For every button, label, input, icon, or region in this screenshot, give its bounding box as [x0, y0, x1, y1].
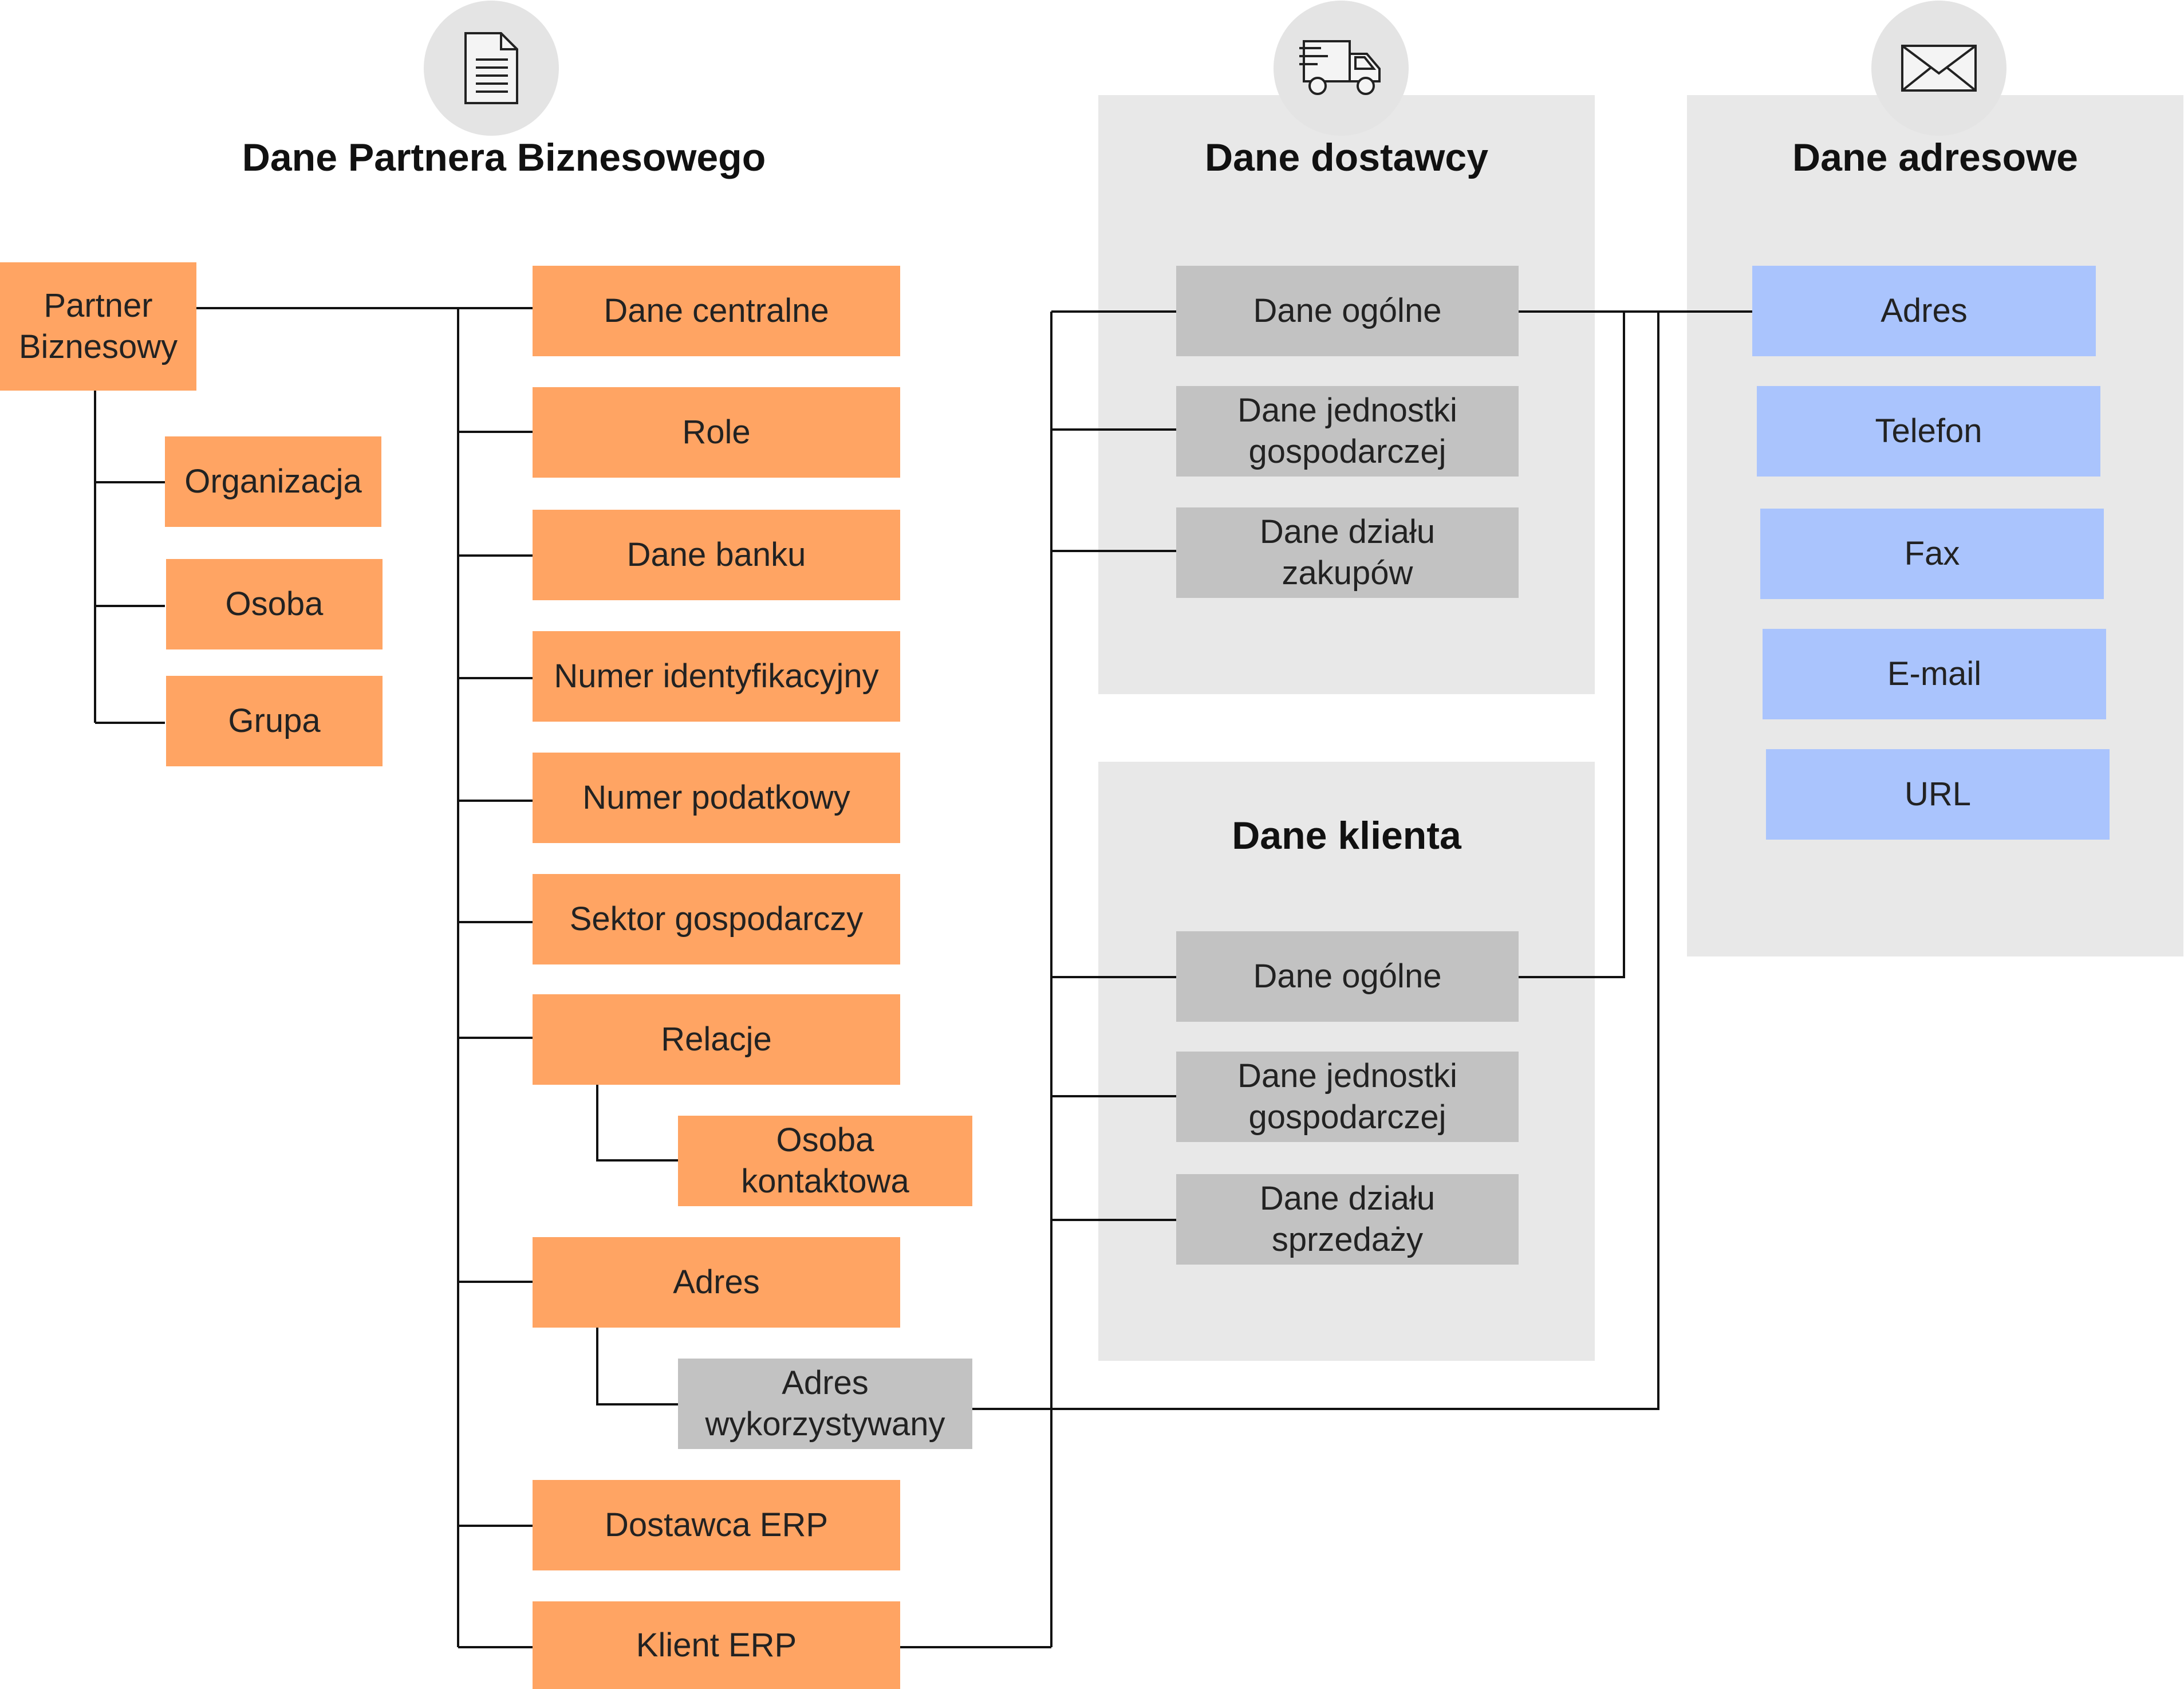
- contact-person-label-line2: kontaktowa: [741, 1163, 909, 1200]
- supplier-general-data-box: Dane ogólne: [1176, 266, 1519, 356]
- supplier-title: Dane dostawcy: [1204, 136, 1489, 179]
- group-label: Grupa: [228, 702, 321, 739]
- person-box: Osoba: [166, 559, 383, 649]
- identification-number-box: Numer identyfikacyjny: [533, 631, 900, 722]
- erp-supplier-label: Dostawca ERP: [604, 1506, 829, 1544]
- used-address-label-line2: wykorzystywany: [705, 1405, 945, 1443]
- bp-title: Dane Partnera Biznesowego: [242, 136, 766, 179]
- contact-person-label-line1: Osoba: [776, 1121, 874, 1159]
- customer-company-code-label-line2: gospodarczej: [1248, 1099, 1446, 1136]
- customer-sales-box: Dane działu sprzedaży: [1176, 1174, 1519, 1265]
- supplier-company-code-box: Dane jednostki gospodarczej: [1176, 386, 1519, 477]
- erp-supplier-box: Dostawca ERP: [533, 1480, 900, 1570]
- tax-number-box: Numer podatkowy: [533, 753, 900, 843]
- industry-sector-label: Sektor gospodarczy: [569, 900, 864, 938]
- address-box: Adres: [533, 1237, 900, 1328]
- relations-label: Relacje: [661, 1021, 772, 1058]
- customer-company-code-box: Dane jednostki gospodarczej: [1176, 1052, 1519, 1142]
- used-address-box: Adres wykorzystywany: [678, 1359, 972, 1449]
- address-item-fax: Fax: [1760, 509, 2104, 599]
- address-item-email: E-mail: [1763, 629, 2106, 719]
- address-item-address-label: Adres: [1881, 292, 1968, 329]
- group-box: Grupa: [166, 676, 383, 766]
- person-label: Osoba: [225, 585, 324, 623]
- supplier-company-code-label-line1: Dane jednostki: [1237, 392, 1457, 429]
- document-icon: [424, 1, 559, 136]
- identification-number-label: Numer identyfikacyjny: [554, 658, 879, 695]
- roles-label: Role: [682, 414, 751, 451]
- erp-customer-label: Klient ERP: [636, 1626, 797, 1664]
- organization-label: Organizacja: [184, 463, 362, 500]
- supplier-purchasing-label-line1: Dane działu: [1259, 513, 1436, 550]
- customer-title: Dane klienta: [1232, 814, 1461, 857]
- business-partner-box: Partner Biznesowy: [0, 262, 196, 391]
- address-item-email-label: E-mail: [1887, 655, 1982, 692]
- supplier-general-data-label: Dane ogólne: [1253, 292, 1442, 329]
- business-partner-label-line2: Biznesowy: [18, 328, 178, 365]
- bank-data-label: Dane banku: [626, 536, 806, 573]
- tax-number-label: Numer podatkowy: [582, 779, 850, 816]
- erp-customer-box: Klient ERP: [533, 1601, 900, 1689]
- industry-sector-box: Sektor gospodarczy: [533, 874, 900, 964]
- business-partner-label-line1: Partner: [44, 287, 153, 324]
- customer-general-data-label: Dane ogólne: [1253, 958, 1442, 995]
- address-label: Adres: [673, 1263, 760, 1301]
- address-item-url: URL: [1766, 749, 2110, 840]
- address-item-phone: Telefon: [1757, 386, 2100, 477]
- address-item-fax-label: Fax: [1904, 535, 1960, 572]
- address-item-url-label: URL: [1904, 775, 1972, 813]
- roles-box: Role: [533, 387, 900, 478]
- customer-general-data-box: Dane ogólne: [1176, 931, 1519, 1022]
- address-item-address: Adres: [1752, 266, 2096, 356]
- customer-sales-label-line1: Dane działu: [1259, 1180, 1436, 1217]
- supplier-purchasing-label-line2: zakupów: [1282, 554, 1413, 592]
- customer-sales-label-line2: sprzedaży: [1271, 1221, 1424, 1258]
- central-data-label: Dane centralne: [604, 292, 829, 329]
- envelope-icon: [1871, 1, 2006, 136]
- supplier-purchasing-box: Dane działu zakupów: [1176, 507, 1519, 598]
- used-address-label-line1: Adres: [782, 1364, 869, 1401]
- relations-box: Relacje: [533, 994, 900, 1085]
- customer-company-code-label-line1: Dane jednostki: [1237, 1057, 1457, 1094]
- address-item-phone-label: Telefon: [1875, 412, 1982, 450]
- supplier-company-code-label-line2: gospodarczej: [1248, 433, 1446, 470]
- delivery-truck-icon: [1274, 1, 1409, 136]
- organization-box: Organizacja: [165, 436, 381, 527]
- contact-person-box: Osoba kontaktowa: [678, 1116, 972, 1206]
- address-title: Dane adresowe: [1792, 136, 2078, 179]
- central-data-box: Dane centralne: [533, 266, 900, 356]
- bank-data-box: Dane banku: [533, 510, 900, 600]
